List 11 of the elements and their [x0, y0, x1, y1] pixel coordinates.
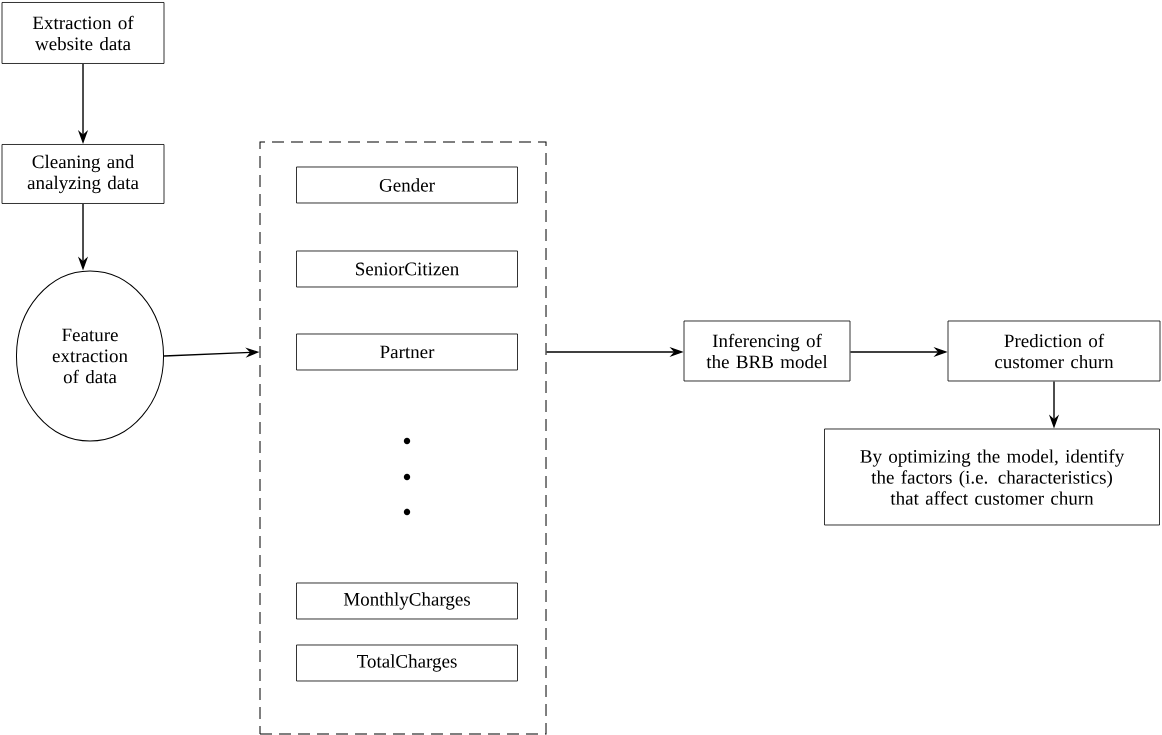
feature-box: TotalCharges [296, 644, 518, 682]
process-box: Prediction of customer churn [947, 320, 1161, 382]
feature-box: MonthlyCharges [296, 582, 518, 620]
dashed-group-box [259, 141, 547, 735]
process-box: Inferencing of the BRB model [683, 320, 851, 382]
feature-box: SeniorCitizen [296, 250, 518, 288]
process-box: By optimizing the model, identify the factors (i.e. characteristics) that affect customer churn [824, 428, 1160, 526]
process-box: Cleaning and analyzing data [1, 144, 165, 204]
feature-box: Partner [296, 333, 518, 371]
feature-box: Gender [296, 166, 518, 204]
process-box: Extraction of website data [1, 2, 165, 64]
